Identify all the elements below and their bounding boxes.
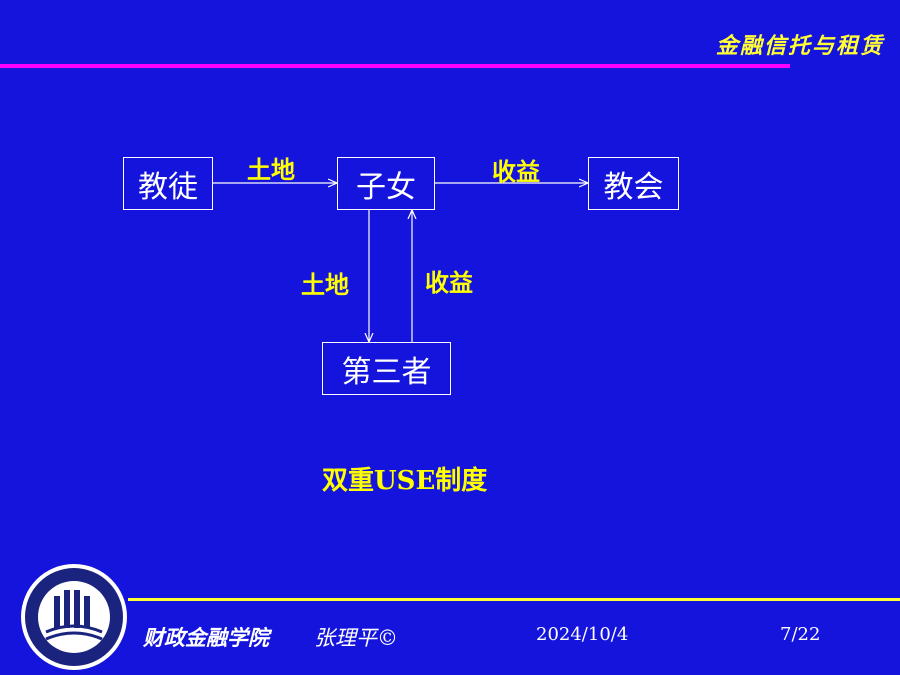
node-children: 子女: [337, 157, 435, 210]
footer-author: 张理平©: [314, 626, 398, 650]
header-divider: [0, 64, 790, 68]
header-title: 金融信托与租赁: [715, 34, 884, 59]
node-believer: 教徒: [123, 157, 213, 210]
footer-institution: 财政金融学院: [143, 626, 269, 650]
node-church: 教会: [588, 157, 679, 210]
university-logo-icon: [21, 564, 127, 670]
node-third-party: 第三者: [322, 342, 451, 395]
footer-date: 2024/10/4: [536, 624, 629, 645]
footer-page-number: 7/22: [780, 624, 821, 645]
edge-label-believer-to-children: 土地: [247, 156, 295, 184]
edge-label-children-to-third-party: 土地: [301, 271, 349, 299]
footer-divider: [128, 598, 900, 601]
edge-label-third-party-to-children: 收益: [425, 269, 473, 297]
edge-label-children-to-church: 收益: [492, 158, 540, 186]
diagram-caption: 双重USE制度: [322, 466, 488, 496]
